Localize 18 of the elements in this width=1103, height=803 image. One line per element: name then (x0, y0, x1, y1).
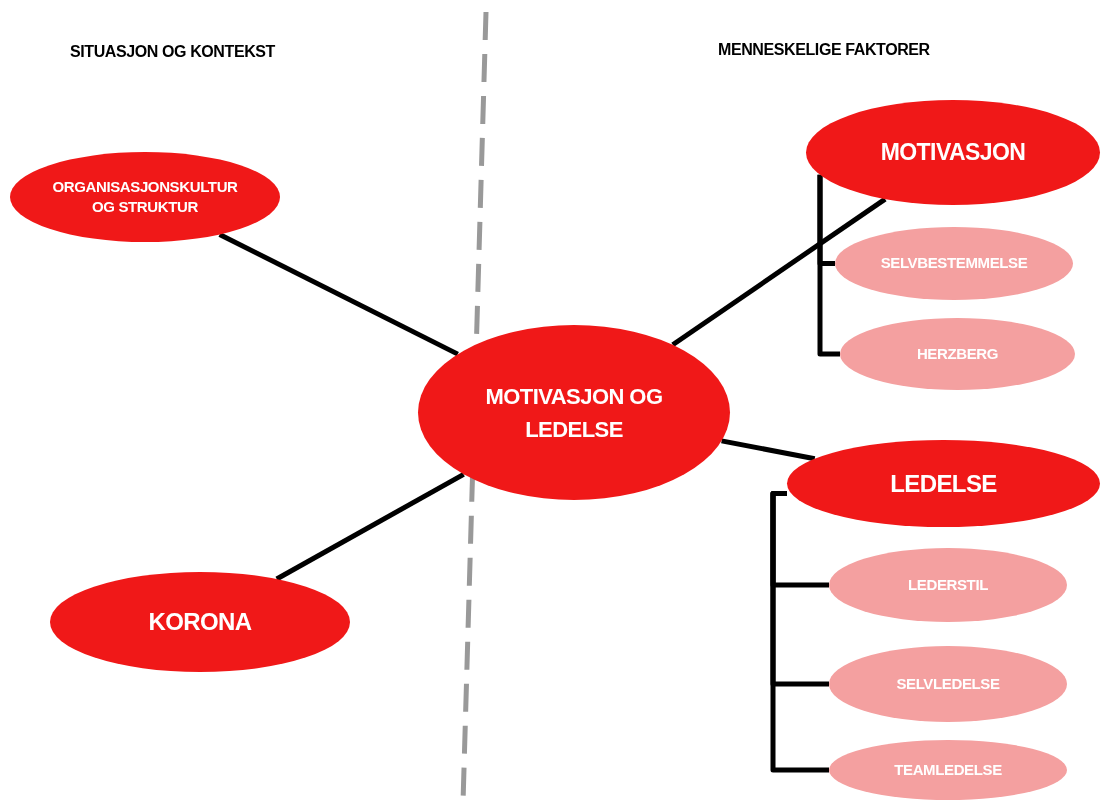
topic-label: HERZBERG (915, 343, 1000, 364)
connector-line (721, 438, 816, 462)
topic-label: LEDERSTIL (907, 574, 989, 595)
connector-line (817, 174, 840, 357)
connector-line (275, 472, 465, 582)
connector-line (770, 491, 829, 773)
topic-label: LEDELSE (889, 468, 998, 499)
topic-label: MOTIVASJON (879, 138, 1027, 168)
topic-label: SELVBESTEMMELSE (879, 253, 1029, 274)
topic-label: SELVLEDELSE (895, 673, 1001, 694)
section-heading: SITUASJON OG KONTEKST (70, 42, 275, 62)
connector-line (218, 232, 459, 357)
topic-label: MOTIVASJON OG LEDELSE (484, 382, 664, 444)
topic-label: TEAMLEDELSE (893, 759, 1003, 780)
section-heading: MENNESKELIGE FAKTORER (718, 40, 930, 60)
topic-label: KORONA (147, 607, 253, 637)
connector-line (671, 197, 887, 347)
topic-label: ORGANISASJONSKULTUR OG STRUKTUR (51, 176, 239, 217)
